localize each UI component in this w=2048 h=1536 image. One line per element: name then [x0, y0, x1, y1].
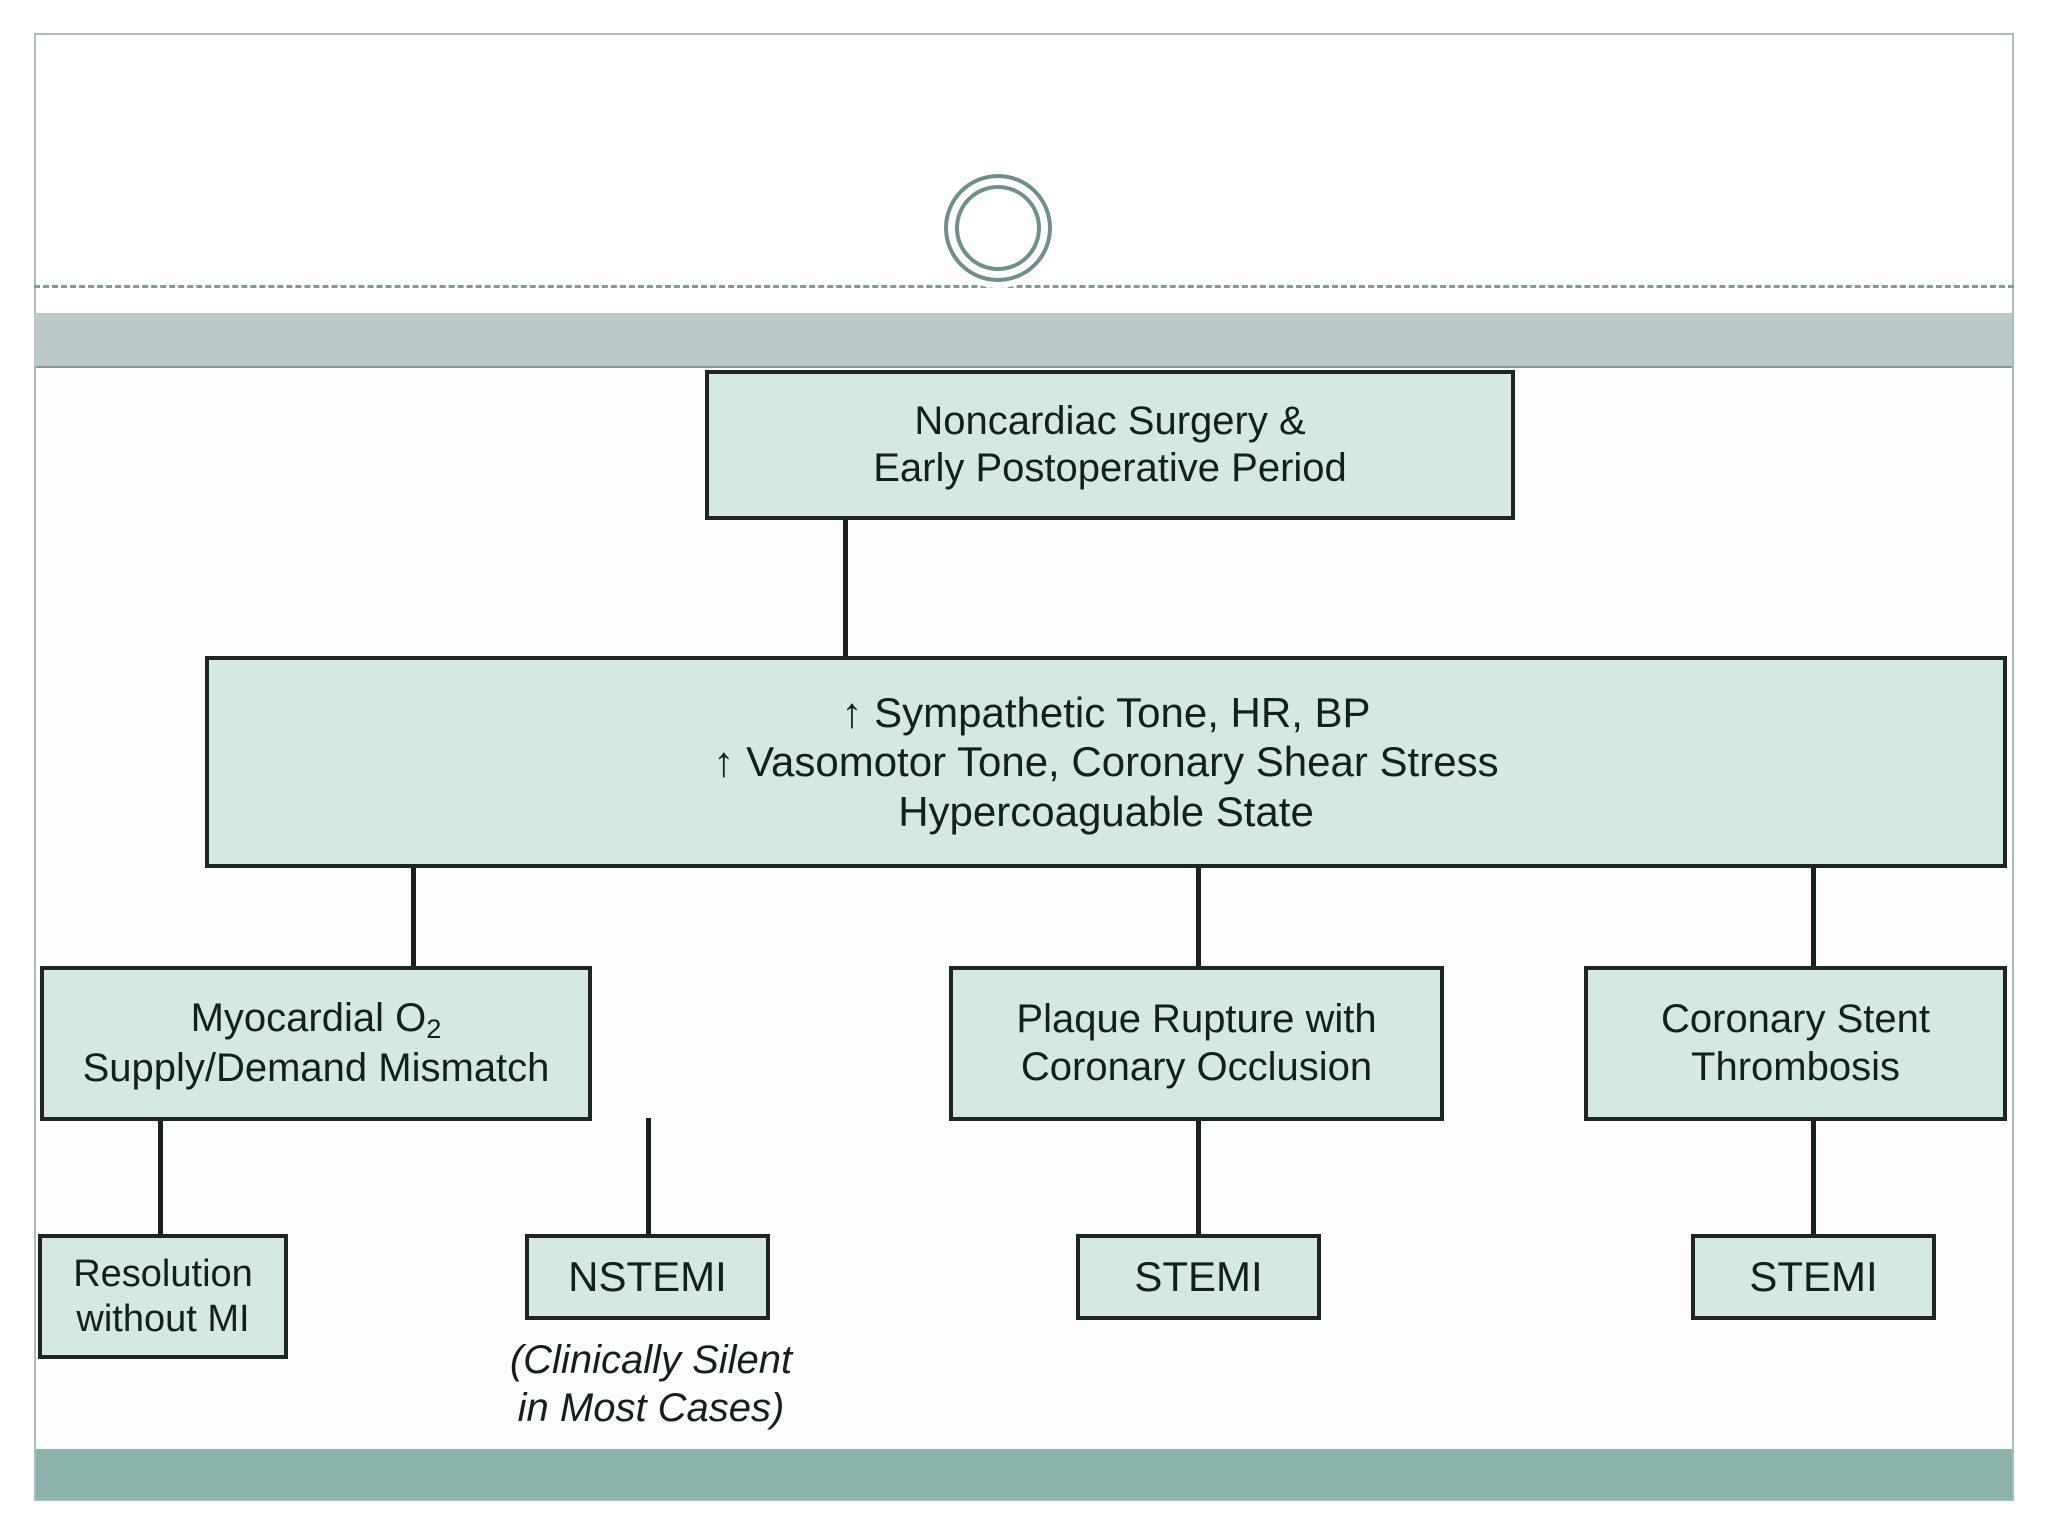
- node-noncardiac-surgery[interactable]: Noncardiac Surgery & Early Postoperative…: [705, 370, 1515, 520]
- stent-line-1: Coronary Stent: [1660, 997, 1931, 1042]
- circle-inner-ring-icon: [955, 185, 1041, 271]
- resolution-line-1: Resolution: [73, 1252, 253, 1295]
- flowchart-figure: Noncardiac Surgery & Early Postoperative…: [36, 366, 2012, 1451]
- dashed-rule-decoration: [34, 285, 2014, 288]
- connector-physiology-to-mismatch: [411, 864, 416, 968]
- node-oxygen-supply-demand-mismatch-text: Myocardial O2 Supply/Demand Mismatch: [75, 995, 558, 1092]
- node-oxygen-supply-demand-mismatch[interactable]: Myocardial O2 Supply/Demand Mismatch: [40, 966, 592, 1121]
- node-coronary-stent-thrombosis-text: Coronary Stent Thrombosis: [1653, 996, 1938, 1090]
- node-noncardiac-surgery-text: Noncardiac Surgery & Early Postoperative…: [865, 398, 1355, 492]
- node-plaque-rupture[interactable]: Plaque Rupture with Coronary Occlusion: [949, 966, 1444, 1121]
- connector-surgery-to-physiology: [843, 418, 848, 658]
- node-physiologic-response-text: ↑ Sympathetic Tone, HR, BP ↑ Vasomotor T…: [705, 688, 1506, 837]
- footer-teal-band: [36, 1449, 2012, 1500]
- header-gray-band: [34, 313, 2012, 366]
- node-resolution-without-mi[interactable]: Resolution without MI: [38, 1234, 288, 1359]
- connector-physiology-to-plaque: [1196, 864, 1201, 968]
- circle-outer-ring-icon: [944, 174, 1052, 282]
- stent-line-2: Thrombosis: [1691, 1044, 1900, 1089]
- physiology-line-2: ↑ Vasomotor Tone, Coronary Shear Stress: [713, 738, 1499, 786]
- connector-mismatch-to-nstemi: [646, 1118, 651, 1236]
- node-plaque-rupture-text: Plaque Rupture with Coronary Occlusion: [1008, 996, 1384, 1090]
- node-stemi-stent[interactable]: STEMI: [1691, 1234, 1936, 1320]
- node-nstemi-label: NSTEMI: [568, 1253, 727, 1301]
- physiology-line-3: Hypercoaguable State: [898, 787, 1314, 835]
- mismatch-line-1-subscript: 2: [426, 1012, 442, 1044]
- nstemi-clinically-silent-note: (Clinically Silent in Most Cases): [406, 1336, 896, 1432]
- node-coronary-stent-thrombosis[interactable]: Coronary Stent Thrombosis: [1584, 966, 2007, 1121]
- plaque-line-2: Coronary Occlusion: [1020, 1044, 1373, 1089]
- node-physiologic-response[interactable]: ↑ Sympathetic Tone, HR, BP ↑ Vasomotor T…: [205, 656, 2007, 868]
- node-nstemi[interactable]: NSTEMI: [525, 1234, 770, 1320]
- nstemi-note-line-1: (Clinically Silent: [509, 1338, 793, 1382]
- physiology-line-1: ↑ Sympathetic Tone, HR, BP: [841, 688, 1371, 736]
- resolution-line-2: without MI: [76, 1297, 250, 1340]
- circle-decoration: [938, 168, 1058, 288]
- connector-mismatch-to-resolution: [158, 1118, 163, 1236]
- node-resolution-without-mi-text: Resolution without MI: [65, 1252, 261, 1342]
- connector-stent-to-stemi: [1811, 1118, 1816, 1236]
- mismatch-line-1-main: Myocardial O: [190, 995, 427, 1040]
- node-stemi-plaque[interactable]: STEMI: [1076, 1234, 1321, 1320]
- plaque-line-1: Plaque Rupture with: [1016, 997, 1377, 1042]
- mismatch-line-2: Supply/Demand Mismatch: [82, 1045, 550, 1090]
- mismatch-line-1: Myocardial O2: [190, 995, 442, 1044]
- surgery-line-1: Noncardiac Surgery &: [914, 398, 1306, 443]
- connector-plaque-to-stemi: [1196, 1118, 1201, 1236]
- connector-physiology-to-stent: [1811, 864, 1816, 968]
- node-stemi-stent-label: STEMI: [1749, 1253, 1878, 1301]
- node-stemi-plaque-label: STEMI: [1134, 1253, 1263, 1301]
- surgery-line-2: Early Postoperative Period: [873, 446, 1347, 490]
- nstemi-note-line-2: in Most Cases): [517, 1386, 785, 1430]
